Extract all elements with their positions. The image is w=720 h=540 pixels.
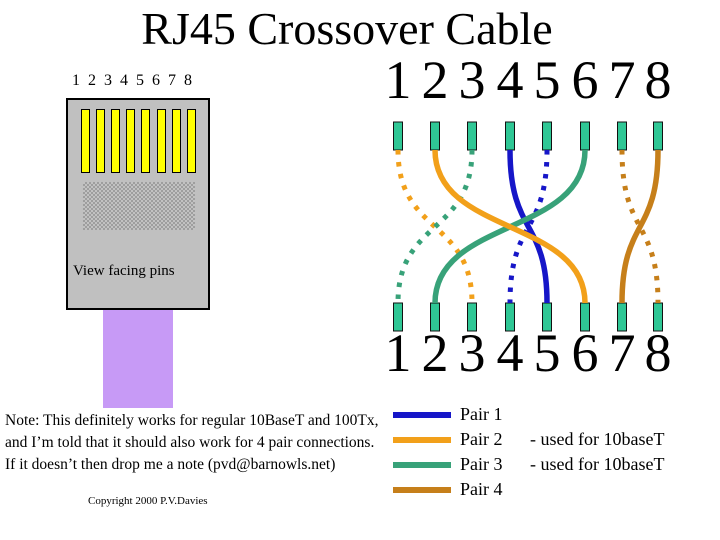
legend-row-pair3: Pair 3 - used for 10baseT [393,452,664,477]
page-title: RJ45 Crossover Cable [141,3,553,54]
connector-pin-6 [156,109,166,173]
pair1-color-swatch [393,411,451,418]
bottom-pin-number-4: 4 [496,323,524,383]
pair2-note: - used for 10baseT [530,429,665,449]
connector-pin-4 [126,109,136,173]
connector-contact-block [83,182,195,230]
bottom-pin-number-1: 1 [384,323,412,383]
bottom-pin-number-5: 5 [533,323,561,383]
connector-pin-3 [111,109,121,173]
note-line-3: If it doesn’t then drop me a note (pvd@b… [5,456,336,473]
wire-pair4-pin8-to-pin7 [619,149,661,304]
bottom-pin-number-6: 6 [571,323,599,383]
connector-pin-5 [141,109,151,173]
top-stub-pin-1 [393,121,403,151]
cable-sleeve [103,310,173,408]
wire-pair3-pin3-to-pin1 [395,149,475,304]
pair1-label: Pair 1 [460,404,503,424]
note-line-2: and I’m told that it should also work fo… [5,434,375,451]
top-stub-pin-4 [505,121,515,151]
wire-pair1-pin5-to-pin4 [507,149,550,304]
legend-row-pair2: Pair 2 - used for 10baseT [393,427,664,452]
legend-row-pair1: Pair 1 [393,402,664,427]
pair3-color-swatch [393,461,451,468]
wire-pair2-pin2-to-pin6 [432,149,588,304]
bottom-pin-number-7: 7 [608,323,636,383]
bottom-pin-number-3: 3 [458,323,486,383]
connector-pin-7 [171,109,181,173]
top-stub-pin-8 [653,121,663,151]
bottom-pin-number-8: 8 [644,323,672,383]
wire-pair1-pin4-to-pin5 [507,149,550,304]
pair4-label: Pair 4 [460,479,503,499]
connector-pin-2 [96,109,106,173]
note-block: Note: This definitely works for regular … [5,410,379,476]
top-pin-number-8: 8 [644,50,672,110]
top-stub-pin-2 [430,121,440,151]
rj45-connector-body: View facing pins [66,98,210,310]
top-pin-number-5: 5 [533,50,561,110]
top-stub-pin-5 [542,121,552,151]
top-pin-number-3: 3 [458,50,486,110]
legend-row-pair4: Pair 4 [393,477,664,502]
connector-pin-numbers-label: 1 2 3 4 5 6 7 8 [72,72,194,89]
connector-pin-1 [81,109,90,173]
top-pin-number-7: 7 [608,50,636,110]
wire-pair2-pin1-to-pin3 [395,149,475,304]
pair-legend: Pair 1 Pair 2 - used for 10baseT Pair 3 … [393,402,664,502]
connector-pin-8 [186,109,196,173]
top-stub-pin-7 [617,121,627,151]
wire-pair3-pin6-to-pin2 [432,149,588,304]
note-line-1: Note: This definitely works for regular … [5,412,379,429]
wire-pair4-pin7-to-pin8 [619,149,661,304]
top-pin-number-6: 6 [571,50,599,110]
top-stub-pin-6 [580,121,590,151]
bottom-pin-number-2: 2 [421,323,449,383]
top-stub-pin-3 [467,121,477,151]
pair2-color-swatch [393,436,451,443]
top-pin-number-1: 1 [384,50,412,110]
pair3-label: Pair 3 [460,454,503,474]
view-facing-pins-label: View facing pins [73,263,175,279]
pair4-color-swatch [393,486,451,493]
copyright-text: Copyright 2000 P.V.Davies [88,495,208,507]
top-pin-number-4: 4 [496,50,524,110]
pair3-note: - used for 10baseT [530,454,665,474]
pair2-label: Pair 2 [460,429,503,449]
top-pin-number-2: 2 [421,50,449,110]
